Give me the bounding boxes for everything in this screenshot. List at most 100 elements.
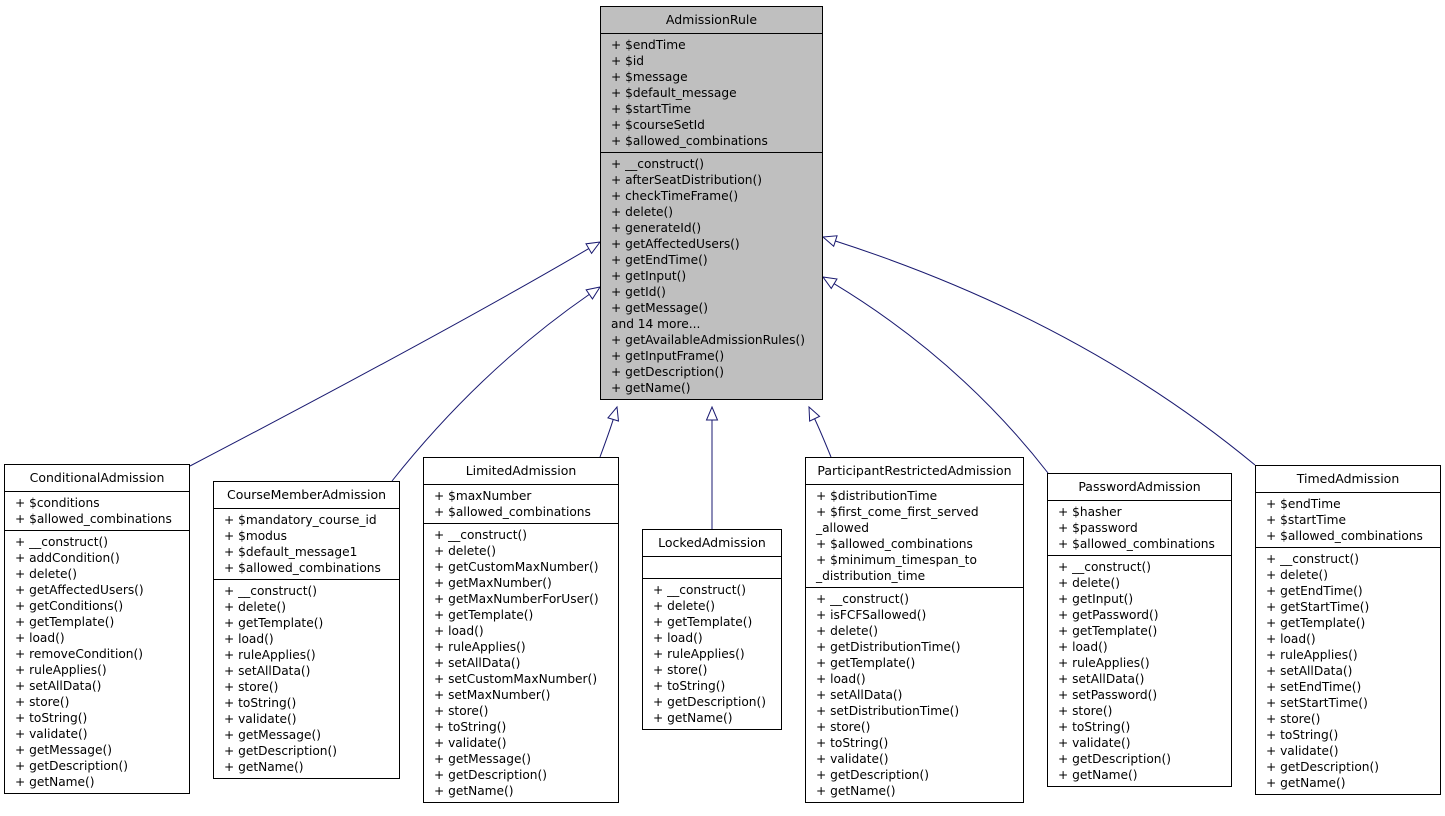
method-item: + getTemplate(): [1058, 624, 1158, 638]
class-box-course-member-admission[interactable]: CourseMemberAdmission + $mandatory_course…: [213, 481, 400, 779]
attribute-item: + $minimum_timespan_to: [816, 553, 977, 567]
class-name-section: LimitedAdmission: [424, 458, 618, 485]
class-name: CourseMemberAdmission: [226, 487, 387, 502]
attributes-section: + $distributionTime+ $first_come_first_s…: [806, 485, 1023, 588]
method-item: + __construct(): [15, 535, 109, 549]
inheritance-edge-password-admission: [833, 283, 1049, 474]
methods-section: + __construct()+ delete()+ getCustomMaxN…: [424, 524, 618, 802]
attribute-item: + $endTime: [1266, 497, 1341, 511]
method-item: + delete(): [434, 544, 496, 558]
method-item: + __construct(): [1266, 552, 1360, 566]
method-item: + validate(): [1058, 736, 1131, 750]
attribute-item: + $message: [611, 70, 688, 84]
class-box-conditional-admission[interactable]: ConditionalAdmission+ $conditions+ $allo…: [4, 464, 190, 794]
class-box-participant-restricted-admission[interactable]: ParticipantRestrictedAdmission + $distrib…: [805, 457, 1024, 803]
class-box-password-admission[interactable]: PasswordAdmission + $hasher+ $password+ $…: [1047, 473, 1232, 787]
attribute-item: + $hasher: [1058, 505, 1122, 519]
class-box-admission-rule[interactable]: AdmissionRule+ $endTime+ $id+ $message+ …: [600, 6, 823, 400]
method-item: + setAllData(): [1266, 664, 1353, 678]
method-item: + getInputFrame(): [611, 349, 725, 363]
method-item: + store(): [1058, 704, 1113, 718]
method-item: + setAllData(): [434, 656, 521, 670]
method-item: + getDescription(): [434, 768, 548, 782]
methods-section: + __construct()+ delete()+ getInput()+ g…: [1048, 556, 1231, 786]
class-box-limited-admission[interactable]: LimitedAdmission + $maxNumber + $allowed_c…: [423, 457, 619, 803]
attribute-item: + $allowed_combinations: [816, 537, 973, 551]
attribute-item: + $allowed_combinations: [1266, 529, 1423, 543]
method-item: + isFCFSallowed(): [816, 608, 927, 622]
method-item: + getDescription(): [15, 759, 129, 773]
method-item: + delete(): [15, 567, 77, 581]
method-item: + store(): [1266, 712, 1321, 726]
method-item: + __construct(): [611, 157, 705, 171]
inheritance-edge-timed-admission: [835, 240, 1256, 466]
method-item: + setMaxNumber(): [434, 688, 551, 702]
class-name: ParticipantRestrictedAdmission: [817, 463, 1012, 478]
attributes-section: + $hasher+ $password+ $allowed_combinati…: [1048, 501, 1231, 556]
method-item: + getCustomMaxNumber(): [434, 560, 599, 574]
method-item: + store(): [653, 663, 708, 677]
class-name-section: LockedAdmission: [643, 530, 781, 557]
method-item: + getMessage(): [15, 743, 113, 757]
attributes-section: + $conditions+ $allowed_combinations: [5, 492, 189, 531]
method-item: + getMaxNumberForUser(): [434, 592, 599, 606]
method-item: + getName(): [611, 381, 691, 395]
method-item: + getEndTime(): [611, 253, 708, 267]
method-item: + addCondition(): [15, 551, 120, 565]
method-item: + load(): [224, 632, 274, 646]
method-item: + getAffectedUsers(): [15, 583, 144, 597]
method-item: + getDescription(): [653, 695, 767, 709]
method-item: + ruleApplies(): [653, 647, 745, 661]
attribute-item: + $modus: [224, 529, 287, 543]
method-item: + getMaxNumber(): [434, 576, 552, 590]
class-box-timed-admission[interactable]: TimedAdmission+ $endTime+ $startTime+ $a…: [1255, 465, 1441, 795]
method-item: + setAllData(): [1058, 672, 1145, 686]
method-item: + ruleApplies(): [1266, 648, 1358, 662]
method-item: + getAffectedUsers(): [611, 237, 740, 251]
methods-section: + __construct()+ delete()+ getTemplate()…: [214, 580, 399, 778]
methods-section: + __construct()+ delete()+ getTemplate()…: [643, 579, 781, 729]
class-name: PasswordAdmission: [1078, 479, 1201, 494]
method-item: + getTemplate(): [224, 616, 324, 630]
inheritance-arrowhead: [808, 405, 821, 422]
method-item: + getTemplate(): [15, 615, 115, 629]
class-box-locked-admission[interactable]: LockedAdmission + __construct()+ delete()…: [642, 529, 782, 730]
attribute-item: + $allowed_combinations: [434, 505, 591, 519]
inheritance-arrowhead: [607, 405, 620, 422]
method-item: + setAllData(): [15, 679, 102, 693]
method-item: + load(): [434, 624, 484, 638]
class-name-section: PasswordAdmission: [1048, 474, 1231, 501]
method-item: + getTemplate(): [653, 615, 753, 629]
methods-section: + __construct()+ isFCFSallowed()+ delete…: [806, 588, 1023, 802]
class-name-section: ParticipantRestrictedAdmission: [806, 458, 1023, 485]
method-item: + load(): [15, 631, 65, 645]
attributes-section: + $endTime+ $id+ $message+ $default_mess…: [601, 34, 822, 153]
method-item: + validate(): [224, 712, 297, 726]
attribute-item: + $mandatory_course_id: [224, 513, 377, 527]
method-item: + load(): [1058, 640, 1108, 654]
attribute-item: + $maxNumber: [434, 489, 532, 503]
method-item: + toString(): [15, 711, 88, 725]
method-item: + load(): [1266, 632, 1316, 646]
method-item: + toString(): [434, 720, 507, 734]
inheritance-arrowhead: [821, 276, 838, 290]
method-item: + setAllData(): [224, 664, 311, 678]
method-item: + getId(): [611, 285, 666, 299]
inheritance-edge-course-member-admission: [391, 293, 590, 482]
method-item: + getTemplate(): [1266, 616, 1366, 630]
method-item: + setAllData(): [816, 688, 903, 702]
attribute-item: + $id: [611, 54, 644, 68]
more-methods-link[interactable]: and 14 more...: [611, 317, 701, 331]
attribute-item: + $startTime: [1266, 513, 1347, 527]
method-item: + getTemplate(): [434, 608, 534, 622]
method-item: + delete(): [1058, 576, 1120, 590]
method-item: + store(): [15, 695, 70, 709]
method-item: + toString(): [816, 736, 889, 750]
attribute-item: + $distributionTime: [816, 489, 938, 503]
method-item: + getName(): [434, 784, 514, 798]
attributes-section: + $endTime + $startTime + $allowed_combina…: [1256, 493, 1440, 548]
methods-section: + __construct()+ afterSeatDistribution()…: [601, 153, 822, 399]
method-item: + getName(): [1058, 768, 1138, 782]
attribute-item: _allowed: [816, 521, 869, 535]
